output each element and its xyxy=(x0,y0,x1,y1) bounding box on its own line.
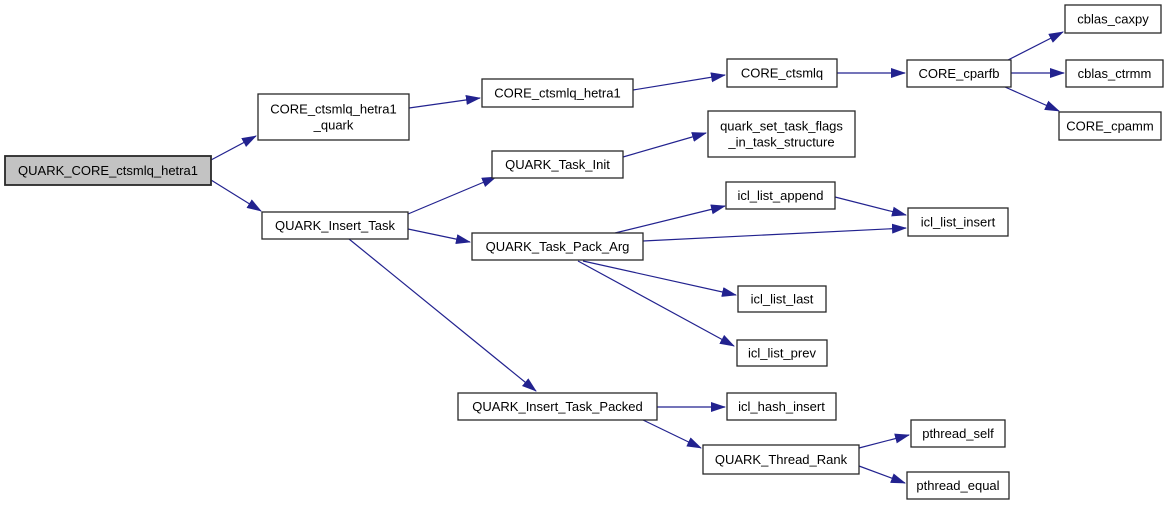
node-box xyxy=(736,339,828,367)
node-pthread-equal[interactable]: pthread_equal xyxy=(906,471,1010,500)
node-quark-task-init[interactable]: QUARK_Task_Init xyxy=(491,150,624,179)
edge-quark-insert-task-packed--quark-thread-rank xyxy=(642,419,702,449)
node-box xyxy=(457,392,658,421)
node-label: CORE_ctsmlq_hetra1 xyxy=(270,102,396,117)
edge-quark-task-pack-arg--icl-list-last xyxy=(582,260,737,297)
node-label: _quark xyxy=(313,118,354,133)
node-label: icl_hash_insert xyxy=(738,399,825,414)
node-box xyxy=(910,419,1006,448)
node-label: _in_task_structure xyxy=(727,135,834,150)
node-box xyxy=(737,285,827,313)
node-box xyxy=(725,181,836,210)
node-label: CORE_cpamm xyxy=(1066,119,1153,134)
node-label: pthread_equal xyxy=(916,478,999,493)
node-box xyxy=(907,207,1009,237)
edge-quark-insert-task--quark-task-init xyxy=(407,176,497,215)
node-core-ctsmlq-hetra1-quark[interactable]: CORE_ctsmlq_hetra1_quark xyxy=(257,93,410,141)
edge-quark-task-pack-arg--icl-list-append xyxy=(614,204,726,234)
node-quark-insert-task[interactable]: QUARK_Insert_Task xyxy=(261,211,409,240)
node-box xyxy=(1058,111,1162,141)
node-label: QUARK_Insert_Task_Packed xyxy=(472,399,643,414)
edge-core-ctsmlq-hetra1-quark--core-ctsmlq-hetra1 xyxy=(408,95,481,109)
node-icl-list-insert[interactable]: icl_list_insert xyxy=(907,207,1009,237)
edge-core-cparfb--cblas-caxpy xyxy=(1007,31,1064,61)
node-label: pthread_self xyxy=(922,426,994,441)
node-quark-insert-task-packed[interactable]: QUARK_Insert_Task_Packed xyxy=(457,392,658,421)
node-box xyxy=(491,150,624,179)
node-label: cblas_ctrmm xyxy=(1078,66,1152,81)
node-label: quark_set_task_flags xyxy=(720,119,843,134)
edge-quark-task-init--quark-set-task-flags xyxy=(622,132,707,158)
node-label: icl_list_last xyxy=(751,292,814,307)
node-box xyxy=(726,58,838,88)
node-core-cparfb[interactable]: CORE_cparfb xyxy=(906,59,1012,88)
node-box xyxy=(1064,4,1162,34)
node-label: icl_list_append xyxy=(737,188,823,203)
edge-quark-core-ctsmlq-hetra1--quark-insert-task xyxy=(210,179,262,212)
node-core-cpamm[interactable]: CORE_cpamm xyxy=(1058,111,1162,141)
edge-quark-insert-task--quark-task-pack-arg xyxy=(407,228,471,245)
node-box xyxy=(707,110,856,158)
edge-quark-thread-rank--pthread-self xyxy=(858,433,910,449)
node-cblas-caxpy[interactable]: cblas_caxpy xyxy=(1064,4,1162,34)
edge-quark-task-pack-arg--icl-list-prev xyxy=(577,260,735,347)
edge-quark-task-pack-arg--icl-list-insert xyxy=(642,223,907,242)
node-core-ctsmlq-hetra1[interactable]: CORE_ctsmlq_hetra1 xyxy=(481,78,634,108)
node-label: QUARK_CORE_ctsmlq_hetra1 xyxy=(18,163,198,178)
node-cblas-ctrmm[interactable]: cblas_ctrmm xyxy=(1065,59,1164,88)
node-box xyxy=(906,59,1012,88)
node-box xyxy=(1065,59,1164,88)
node-icl-list-last[interactable]: icl_list_last xyxy=(737,285,827,313)
node-core-ctsmlq[interactable]: CORE_ctsmlq xyxy=(726,58,838,88)
node-box xyxy=(471,232,644,261)
node-label: CORE_ctsmlq xyxy=(741,66,823,81)
node-label: icl_list_insert xyxy=(921,215,996,230)
node-icl-list-append[interactable]: icl_list_append xyxy=(725,181,836,210)
edge-icl-list-append--icl-list-insert xyxy=(834,196,907,217)
node-label: QUARK_Insert_Task xyxy=(275,218,395,233)
node-box xyxy=(261,211,409,240)
node-label: QUARK_Thread_Rank xyxy=(715,452,848,467)
node-quark-thread-rank[interactable]: QUARK_Thread_Rank xyxy=(702,444,860,475)
node-quark-set-task-flags[interactable]: quark_set_task_flags_in_task_structure xyxy=(707,110,856,158)
node-icl-hash-insert[interactable]: icl_hash_insert xyxy=(726,392,837,421)
edge-quark-thread-rank--pthread-equal xyxy=(858,465,906,484)
edge-core-cparfb--core-cpamm xyxy=(1004,86,1060,112)
node-box xyxy=(4,155,212,186)
node-label: CORE_cparfb xyxy=(919,66,1000,81)
node-label: QUARK_Task_Pack_Arg xyxy=(486,239,630,254)
node-box xyxy=(481,78,634,108)
node-label: QUARK_Task_Init xyxy=(505,157,610,172)
node-quark-task-pack-arg[interactable]: QUARK_Task_Pack_Arg xyxy=(471,232,644,261)
edge-quark-core-ctsmlq-hetra1--core-ctsmlq-hetra1-quark xyxy=(210,135,257,161)
node-label: CORE_ctsmlq_hetra1 xyxy=(494,86,620,101)
node-box xyxy=(702,444,860,475)
node-quark-core-ctsmlq-hetra1[interactable]: QUARK_CORE_ctsmlq_hetra1 xyxy=(4,155,212,186)
node-box xyxy=(726,392,837,421)
node-box xyxy=(257,93,410,141)
node-box xyxy=(906,471,1010,500)
node-label: cblas_caxpy xyxy=(1077,12,1149,27)
node-icl-list-prev[interactable]: icl_list_prev xyxy=(736,339,828,367)
node-pthread-self[interactable]: pthread_self xyxy=(910,419,1006,448)
edge-core-ctsmlq-hetra1--core-ctsmlq xyxy=(632,72,726,91)
edge-quark-insert-task--quark-insert-task-packed xyxy=(348,238,537,392)
node-label: icl_list_prev xyxy=(748,346,816,361)
